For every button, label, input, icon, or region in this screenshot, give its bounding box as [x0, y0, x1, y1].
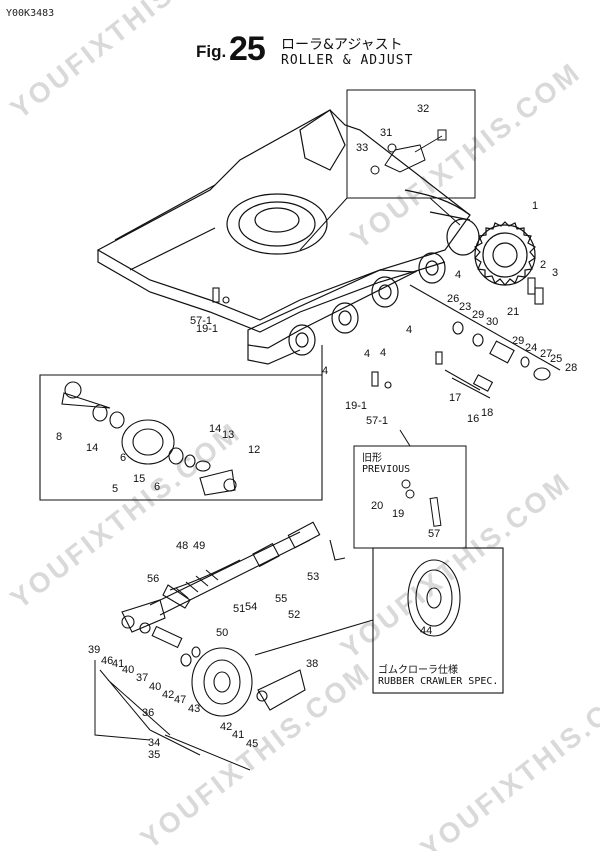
part-label: 14 — [209, 423, 221, 435]
track-frame-drawing — [96, 109, 480, 365]
watermark-text: YOUFIXTHIS.COM — [5, 416, 247, 615]
part-number-labels: 1 2 3 4 4 4 4 4 5 6 6 8 12 13 14 14 15 1… — [56, 103, 577, 761]
part-label: 5 — [112, 483, 118, 495]
part-label: 19-1 — [345, 400, 367, 412]
part-label: 27 — [540, 348, 552, 360]
part-label: 14 — [86, 442, 98, 454]
part-label: 41 — [112, 658, 124, 670]
part-label: 40 — [149, 681, 161, 693]
part-label: 48 — [176, 540, 188, 552]
part-label: 18 — [481, 407, 493, 419]
part-label: 35 — [148, 749, 160, 761]
small-bolt-drawings — [212, 287, 494, 399]
track-roller-inset — [39, 345, 323, 501]
rubber-crawler-caption-jp: ゴムクローラ仕様 — [378, 663, 458, 676]
part-label: 4 — [322, 365, 328, 377]
part-label: 47 — [174, 694, 186, 706]
part-label: 36 — [142, 707, 154, 719]
part-label: 2 — [540, 259, 546, 271]
part-label: 23 — [459, 301, 471, 313]
part-label: 39 — [88, 644, 100, 656]
part-label: 34 — [148, 737, 160, 749]
part-label: 4 — [406, 324, 412, 336]
part-label: 31 — [380, 127, 392, 139]
part-label: 19-1 — [196, 323, 218, 335]
part-label: 13 — [222, 429, 234, 441]
part-label: 32 — [417, 103, 429, 115]
figure-title-english: ROLLER & ADJUST — [281, 53, 414, 68]
part-label: 1 — [532, 200, 538, 212]
bolt-drawing — [527, 277, 544, 305]
rubber-crawler-inset — [254, 547, 504, 694]
part-label: 42 — [162, 689, 174, 701]
part-label: 12 — [248, 444, 260, 456]
part-label: 57 — [428, 528, 440, 540]
part-label: 49 — [193, 540, 205, 552]
part-label: 25 — [550, 353, 562, 365]
document-code: Y00K3483 — [6, 8, 55, 19]
part-label: 38 — [306, 658, 318, 670]
watermark-text: YOUFIXTHIS.COM — [335, 466, 577, 665]
part-label: 33 — [356, 142, 368, 154]
figure-number: 25 — [229, 30, 266, 68]
part-label: 46 — [101, 655, 113, 667]
part-label: 19 — [392, 508, 404, 520]
watermark-layer: YOUFIXTHIS.COM YOUFIXTHIS.COM YOUFIXTHIS… — [5, 0, 600, 851]
part-label: 40 — [122, 664, 134, 676]
part-label: 57-1 — [366, 415, 388, 427]
watermark-text: YOUFIXTHIS.COM — [135, 656, 377, 851]
part-label: 45 — [246, 738, 258, 750]
part-label: 51 — [233, 603, 245, 615]
part-label: 54 — [245, 601, 257, 613]
watermark-text: YOUFIXTHIS.COM — [415, 666, 600, 851]
part-label: 16 — [467, 413, 479, 425]
part-label: 50 — [216, 627, 228, 639]
part-label: 42 — [220, 721, 232, 733]
part-label: 17 — [449, 392, 461, 404]
part-label: 4 — [380, 347, 386, 359]
part-label: 21 — [507, 306, 519, 318]
part-label: 4 — [455, 269, 461, 281]
part-label: 24 — [525, 342, 537, 354]
part-label: 52 — [288, 609, 300, 621]
part-label: 26 — [447, 293, 459, 305]
carrier-roller-drawings — [288, 252, 446, 356]
bolt-detail-inset — [299, 89, 476, 251]
part-label: 44 — [420, 625, 432, 637]
part-label: 3 — [552, 267, 558, 279]
part-label: 29 — [472, 309, 484, 321]
part-label: 4 — [364, 348, 370, 360]
rubber-crawler-caption: RUBBER CRAWLER SPEC. — [378, 676, 498, 687]
part-label: 53 — [307, 571, 319, 583]
part-label: 29 — [512, 335, 524, 347]
part-label: 43 — [188, 703, 200, 715]
part-label: 6 — [154, 481, 160, 493]
figure-title-japanese: ローラ&アジャスト — [281, 37, 403, 53]
part-label: 20 — [371, 500, 383, 512]
idler-adjuster-drawing — [121, 521, 346, 717]
previous-parts-inset — [353, 429, 467, 549]
part-label: 6 — [120, 452, 126, 464]
part-label: 28 — [565, 362, 577, 374]
part-label: 55 — [275, 593, 287, 605]
assembly-brackets — [94, 660, 251, 771]
part-label: 30 — [486, 316, 498, 328]
roller-shaft-drawing — [409, 284, 561, 381]
part-label: 8 — [56, 431, 62, 443]
previous-caption: PREVIOUS — [362, 464, 410, 475]
sprocket-drawing — [474, 221, 536, 286]
part-label: 15 — [133, 473, 145, 485]
part-label: 57-1 — [190, 315, 212, 327]
part-label: 41 — [232, 729, 244, 741]
part-label: 37 — [136, 672, 148, 684]
watermark-text: YOUFIXTHIS.COM — [5, 0, 247, 125]
figure-prefix: Fig. — [196, 42, 227, 61]
watermark-text: YOUFIXTHIS.COM — [345, 56, 587, 255]
previous-caption-jp: 旧形 — [362, 452, 382, 464]
part-label: 56 — [147, 573, 159, 585]
